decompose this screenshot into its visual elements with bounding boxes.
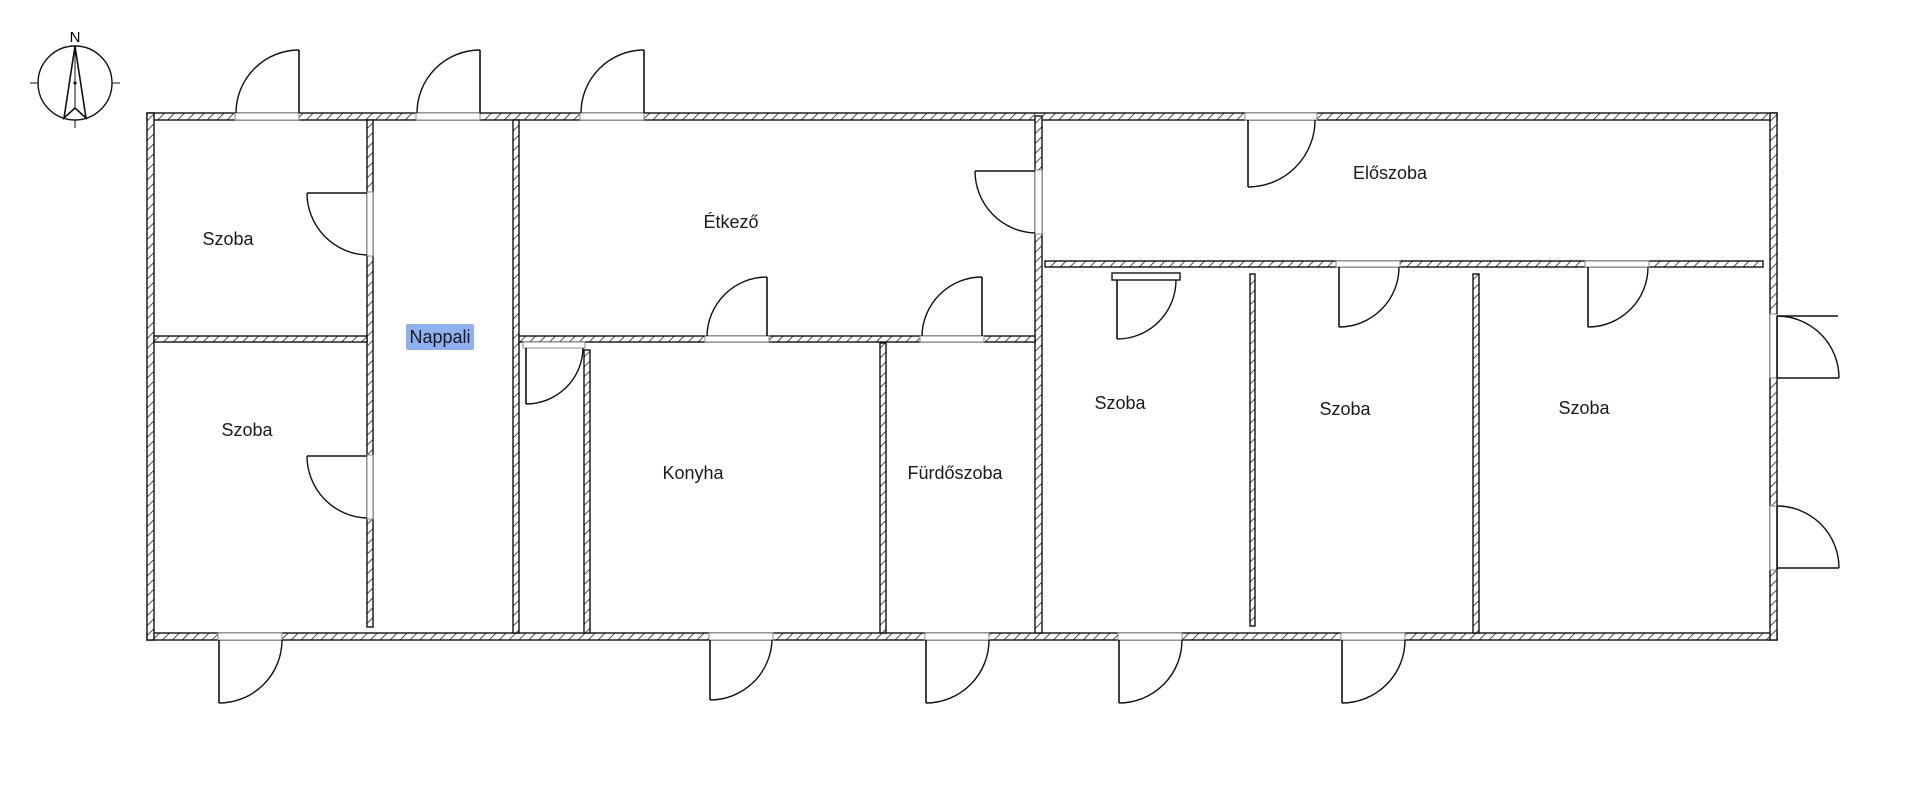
selection-highlight [406, 324, 474, 350]
room-label-szoba-1[interactable]: Szoba [202, 229, 254, 249]
wall-konyha-furdo [879, 342, 887, 634]
wall-eloszoba [1044, 260, 1764, 268]
door-top-2[interactable] [415, 49, 481, 121]
room-label-konyha[interactable]: Konyha [662, 463, 724, 483]
room-label-szoba-5[interactable]: Szoba [1558, 398, 1610, 418]
room-label-szoba-4[interactable]: Szoba [1319, 399, 1371, 419]
compass: N [30, 29, 120, 128]
walls [146, 112, 1778, 641]
door-bottom-4[interactable] [1117, 632, 1183, 704]
wall-corridor-konyha [583, 349, 591, 634]
door-etkezo-east[interactable] [974, 169, 1043, 235]
door-szoba-4[interactable] [1335, 260, 1401, 328]
wall-szoba4-szoba5 [1472, 273, 1480, 634]
wall-szoba1-szoba2 [153, 335, 368, 343]
door-furdoszoba[interactable] [919, 276, 985, 343]
door-bottom-3[interactable] [924, 632, 990, 704]
room-label-eloszoba[interactable]: Előszoba [1353, 163, 1428, 183]
wall-szoba3-szoba4 [1249, 273, 1256, 627]
room-labels: Szoba Szoba Nappali Étkező Konyha Fürdős… [202, 163, 1610, 483]
wall-top [146, 112, 1778, 121]
door-top-1[interactable] [234, 49, 300, 121]
room-label-szoba-3[interactable]: Szoba [1094, 393, 1146, 413]
door-konyha[interactable] [704, 276, 770, 343]
north-arrow-icon [30, 45, 120, 128]
door-east-2[interactable] [1769, 505, 1840, 571]
door-bottom-1[interactable] [217, 632, 283, 704]
wall-nappali-etkezo [512, 119, 520, 634]
door-szoba-2[interactable] [306, 454, 374, 520]
door-eloszoba[interactable] [1244, 112, 1318, 188]
wall-west-east [1034, 115, 1043, 634]
wall-left [146, 112, 155, 641]
door-szoba-3[interactable] [1111, 272, 1181, 340]
door-bottom-5[interactable] [1340, 632, 1406, 704]
door-bottom-2[interactable] [708, 632, 774, 701]
door-szoba-5[interactable] [1584, 260, 1650, 328]
room-label-szoba-2[interactable]: Szoba [221, 420, 273, 440]
room-label-furdoszoba[interactable]: Fürdőszoba [907, 463, 1003, 483]
compass-north-label: N [70, 29, 81, 46]
room-label-etkezo[interactable]: Étkező [703, 212, 758, 232]
wall-szoba-nappali [366, 119, 374, 628]
door-top-3[interactable] [579, 49, 645, 121]
room-label-nappali[interactable]: Nappali [409, 327, 470, 347]
wall-etkezo-konyha [518, 335, 1036, 343]
door-corridor[interactable] [522, 341, 586, 405]
door-szoba-1[interactable] [306, 191, 374, 257]
door-east-1[interactable] [1769, 313, 1840, 379]
doors [217, 49, 1840, 704]
